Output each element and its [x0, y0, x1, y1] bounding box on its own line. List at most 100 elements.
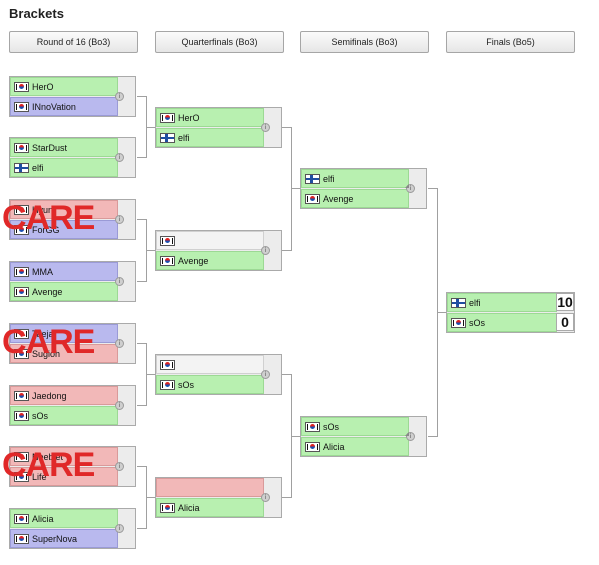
player-name: sOs — [323, 421, 340, 432]
korea-flag-icon — [14, 328, 29, 339]
r16-match-2[interactable]: StarDust elfi i — [9, 137, 136, 178]
r16-m6-player1[interactable]: Jaedong — [10, 386, 118, 405]
corner-marker-icon — [405, 184, 409, 188]
korea-flag-icon — [14, 471, 29, 482]
qf-m2-player2[interactable]: Avenge — [156, 251, 264, 270]
info-icon[interactable]: i — [261, 493, 270, 502]
info-icon[interactable]: i — [115, 215, 124, 224]
info-icon[interactable]: i — [261, 246, 270, 255]
finland-flag-icon — [160, 132, 175, 143]
korea-flag-icon — [160, 359, 175, 370]
korea-flag-icon — [160, 235, 175, 246]
sf-m2-player2[interactable]: Alicia — [301, 437, 409, 456]
player-name: Avenge — [323, 193, 354, 204]
info-icon[interactable]: i — [261, 370, 270, 379]
r16-m6-player2[interactable]: sOs — [10, 406, 118, 425]
qf-match-1[interactable]: HerO elfi i — [155, 107, 282, 148]
qf-match-4[interactable]: Alicia i — [155, 477, 282, 518]
info-icon[interactable]: i — [115, 277, 124, 286]
r16-match-5[interactable]: Taeja Sugioh i — [9, 323, 136, 364]
qf-m4-player2[interactable]: Alicia — [156, 498, 264, 517]
korea-flag-icon — [14, 410, 29, 421]
player-name: Sugioh — [32, 348, 61, 359]
r16-match-8[interactable]: Alicia SuperNova i — [9, 508, 136, 549]
qf-match-3[interactable]: sOs i — [155, 354, 282, 395]
r16-match-3[interactable]: Hyun ForGG i — [9, 199, 136, 240]
info-icon[interactable]: i — [115, 401, 124, 410]
final-score-player2: 0 — [556, 313, 574, 331]
info-icon[interactable]: i — [115, 339, 124, 348]
info-icon[interactable]: i — [115, 153, 124, 162]
info-icon[interactable]: i — [406, 432, 415, 441]
player-name: SuperNova — [32, 533, 78, 544]
player-name: elfi — [32, 162, 44, 173]
player-name: INnoVation — [32, 101, 76, 112]
r16-match-6[interactable]: Jaedong sOs i — [9, 385, 136, 426]
final-player2[interactable]: sOs — [447, 313, 557, 332]
r16-m3-player2[interactable]: ForGG — [10, 220, 118, 239]
qf-m2-player1[interactable] — [156, 231, 264, 250]
qf-m1-player1[interactable]: HerO — [156, 108, 264, 127]
qf-m3-player2[interactable]: sOs — [156, 375, 264, 394]
info-icon[interactable]: i — [406, 184, 415, 193]
r16-m8-player2[interactable]: SuperNova — [10, 529, 118, 548]
r16-match-7[interactable]: Neeblet Life i — [9, 446, 136, 487]
r16-m2-player2[interactable]: elfi — [10, 158, 118, 177]
korea-flag-icon — [14, 142, 29, 153]
qf-match-2[interactable]: Avenge i — [155, 230, 282, 271]
player-name: HerO — [32, 81, 54, 92]
info-icon[interactable]: i — [115, 524, 124, 533]
player-name: Life — [32, 471, 47, 482]
sf-m1-player2[interactable]: Avenge — [301, 189, 409, 208]
round-header-sf[interactable]: Semifinals (Bo3) — [300, 31, 429, 53]
info-icon[interactable]: i — [115, 462, 124, 471]
r16-m3-player1[interactable]: Hyun — [10, 200, 118, 219]
r16-m4-player1[interactable]: MMA — [10, 262, 118, 281]
korea-flag-icon — [305, 421, 320, 432]
final-match[interactable]: elfi sOs 10 0 — [446, 292, 575, 333]
r16-m2-player1[interactable]: StarDust — [10, 138, 118, 157]
korea-flag-icon — [160, 379, 175, 390]
sf-match-2[interactable]: sOs Alicia i — [300, 416, 427, 457]
sf-m1-player1[interactable]: elfi — [301, 169, 409, 188]
player-name: Avenge — [32, 286, 63, 297]
r16-m5-player1[interactable]: Taeja — [10, 324, 118, 343]
sf-m2-player1[interactable]: sOs — [301, 417, 409, 436]
r16-m5-player2[interactable]: Sugioh — [10, 344, 118, 363]
care-overlay-text: CARE — [2, 199, 95, 237]
r16-m7-player2[interactable]: Life — [10, 467, 118, 486]
sf-match-1[interactable]: elfi Avenge i — [300, 168, 427, 209]
korea-flag-icon — [14, 224, 29, 235]
korea-flag-icon — [14, 81, 29, 92]
korea-flag-icon — [14, 348, 29, 359]
player-name: sOs — [469, 317, 486, 328]
korea-flag-icon — [160, 502, 175, 513]
finland-flag-icon — [14, 162, 29, 173]
r16-m4-player2[interactable]: Avenge — [10, 282, 118, 301]
player-name: sOs — [32, 410, 49, 421]
player-name: Neeblet — [32, 451, 64, 462]
r16-match-4[interactable]: MMA Avenge i — [9, 261, 136, 302]
qf-m1-player2[interactable]: elfi — [156, 128, 264, 147]
qf-m3-player1[interactable] — [156, 355, 264, 374]
r16-m7-player1[interactable]: Neeblet — [10, 447, 118, 466]
round-header-r16[interactable]: Round of 16 (Bo3) — [9, 31, 138, 53]
care-overlay-text: CARE — [2, 323, 95, 361]
r16-m8-player1[interactable]: Alicia — [10, 509, 118, 528]
r16-m1-player1[interactable]: HerO — [10, 77, 118, 96]
korea-flag-icon — [14, 513, 29, 524]
player-name: elfi — [323, 173, 335, 184]
player-name: Hyun — [32, 204, 54, 215]
player-name: Avenge — [178, 255, 209, 266]
r16-match-1[interactable]: HerO INnoVation i — [9, 76, 136, 117]
round-header-qf[interactable]: Quarterfinals (Bo3) — [155, 31, 284, 53]
korea-flag-icon — [14, 390, 29, 401]
r16-m1-player2[interactable]: INnoVation — [10, 97, 118, 116]
player-name: Taeja — [32, 328, 54, 339]
round-header-final[interactable]: Finals (Bo5) — [446, 31, 575, 53]
info-icon[interactable]: i — [261, 123, 270, 132]
info-icon[interactable]: i — [115, 92, 124, 101]
qf-m4-player1[interactable] — [156, 478, 264, 497]
final-player1[interactable]: elfi — [447, 293, 557, 312]
korea-flag-icon — [14, 266, 29, 277]
